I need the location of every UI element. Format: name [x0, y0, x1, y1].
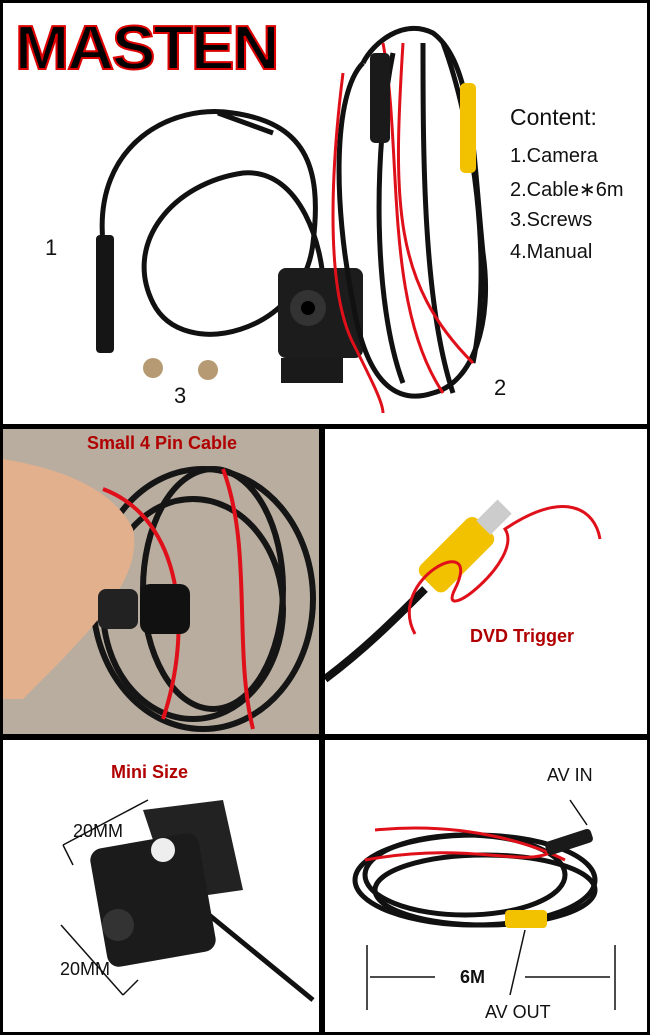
contents-item: 4.Manual: [510, 241, 593, 263]
cable-length-panel: AV IN 6M AV OUT: [325, 740, 647, 1032]
contents-title: Content:: [510, 104, 597, 130]
rca-photo: [325, 499, 602, 683]
width-label: 20MM: [73, 821, 124, 841]
brand-logo: MASTEN: [14, 13, 280, 84]
length-label: 6M: [460, 967, 486, 987]
av-in-label: AV IN: [547, 765, 593, 785]
screw: [143, 358, 163, 378]
screw: [198, 360, 218, 380]
cable-photo: [352, 799, 616, 1010]
contents-item: 2.Cable∗6m: [510, 179, 624, 201]
label-camera: 1: [45, 235, 58, 260]
contents-item: 1.Camera: [510, 145, 598, 167]
caption: DVD Trigger: [470, 626, 575, 646]
camera-photo: [60, 799, 315, 1002]
rca-plug: [460, 83, 476, 173]
caption: Small 4 Pin Cable: [87, 433, 238, 453]
mini-size-panel: Mini Size 20MM 20MM: [3, 740, 319, 1032]
connector-photo: [3, 429, 319, 734]
camera-connector: [96, 235, 114, 353]
contents-item: 3.Screws: [510, 209, 593, 231]
label-screws: 3: [174, 383, 187, 408]
cable-4pin-panel: Small 4 Pin Cable: [3, 429, 319, 734]
contents-panel: MASTEN Content: 1.Camera 2.Cable∗6m 3.Sc…: [3, 3, 647, 424]
dvd-trigger-panel: DVD Trigger: [325, 429, 647, 734]
av-out-label: AV OUT: [485, 1002, 551, 1022]
height-label: 20MM: [60, 959, 111, 979]
label-cable: 2: [494, 375, 507, 400]
hand: [3, 459, 135, 699]
caption: Mini Size: [111, 762, 189, 782]
product-photo: [96, 25, 488, 414]
